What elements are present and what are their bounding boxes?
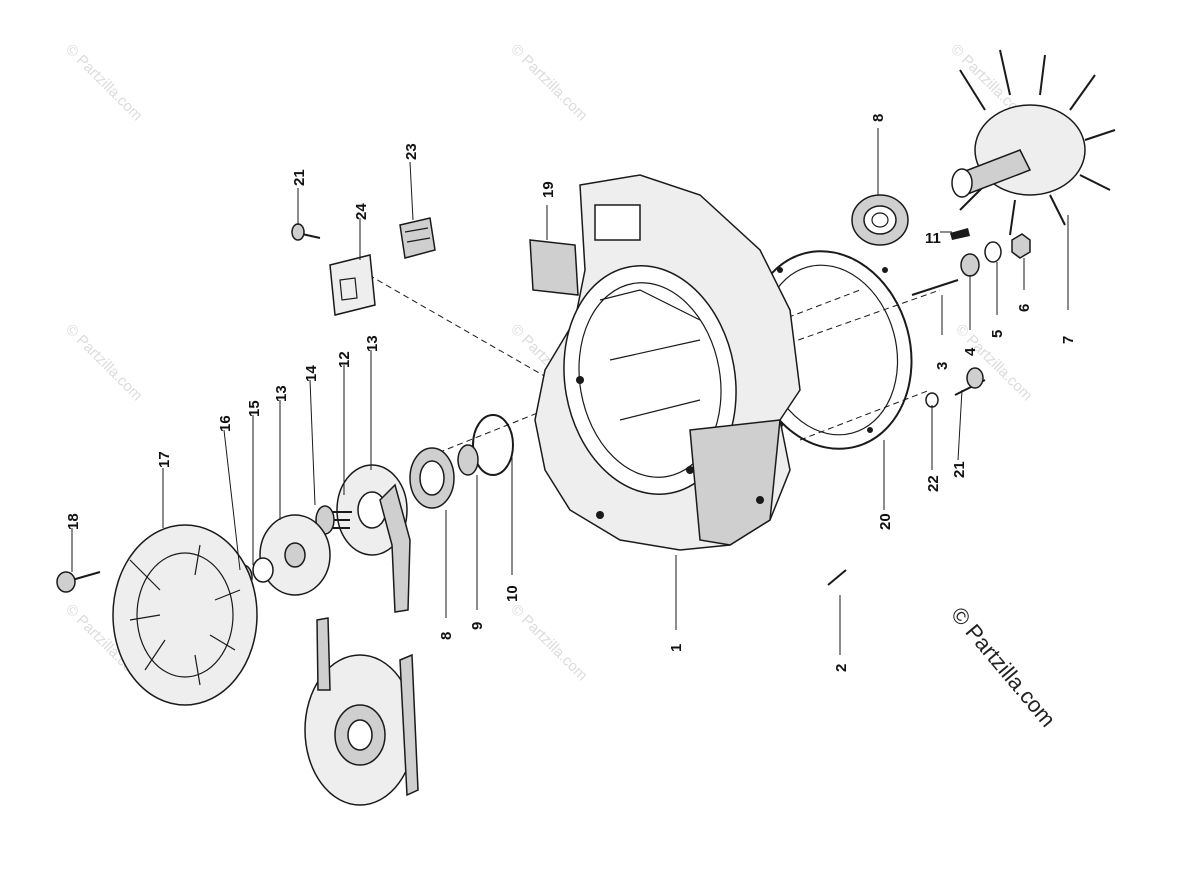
sheave-part-13-left	[259, 514, 331, 596]
part-label-13-right: 13	[364, 335, 381, 352]
part-label-15: 15	[246, 400, 263, 417]
watermark-text: © Partzilla.com	[62, 41, 145, 124]
part-label-19: 19	[540, 181, 557, 198]
part-label-20: 20	[877, 513, 894, 530]
fan-part-7	[951, 49, 1116, 236]
bolt-part-21-right	[925, 367, 986, 408]
axis-line	[359, 269, 561, 386]
drive-pulley-part-13	[336, 464, 411, 613]
cover-plate-part-19	[529, 239, 579, 296]
part-label-23: 23	[403, 143, 420, 160]
bearing-part-8-bottom	[409, 447, 455, 509]
part-label-21-top: 21	[291, 169, 308, 186]
nut-washer-parts-4-5-6	[960, 233, 1031, 277]
part-label-6: 6	[1016, 304, 1033, 312]
part-label-22: 22	[925, 475, 942, 492]
cover-part-17	[112, 524, 258, 706]
part-label-21-right: 21	[951, 461, 968, 478]
stud-part-3	[911, 279, 959, 296]
part-label-8-bottom: 8	[438, 632, 455, 640]
part-label-13-left: 13	[273, 385, 290, 402]
part-label-7: 7	[1060, 336, 1077, 344]
axis-line	[799, 389, 931, 441]
part-label-10: 10	[504, 585, 521, 602]
part-label-24: 24	[353, 203, 370, 220]
part-label-2: 2	[833, 664, 850, 672]
screw-part-21-top	[291, 223, 321, 241]
bolt-part-18	[56, 571, 101, 593]
part-label-5: 5	[989, 330, 1006, 338]
watermark-text: © Partzilla.com	[507, 601, 590, 684]
housing-part-1	[534, 174, 801, 551]
part-label-1: 1	[668, 644, 685, 652]
bearing-part-8-top	[851, 194, 909, 246]
part-label-4: 4	[962, 347, 979, 356]
key-part-11	[950, 228, 970, 240]
lower-pulley-assembly	[304, 617, 419, 806]
watermark-text: © Partzilla.com	[507, 41, 590, 124]
axis-line	[769, 289, 941, 351]
part-label-17: 17	[156, 451, 173, 468]
seal-part-9	[457, 444, 479, 476]
part-label-3: 3	[934, 362, 951, 370]
snap-ring-part-10	[472, 414, 514, 476]
watermark-text: © Partzilla.com	[62, 321, 145, 404]
part-label-18: 18	[65, 513, 82, 530]
part-label-11: 11	[925, 230, 941, 247]
part-label-9: 9	[469, 622, 486, 630]
pin-part-2	[827, 569, 847, 586]
part-label-8-top: 8	[870, 114, 887, 122]
part-labels: 1 2 3 4 5 6 7 8 8 9 10 11 12 13 13 14 15…	[65, 114, 1077, 672]
part-label-12: 12	[336, 351, 353, 368]
leader-lines	[71, 128, 1069, 655]
part-label-14: 14	[303, 365, 320, 382]
copyright-text: © Partzilla.com	[946, 602, 1060, 732]
part-label-16: 16	[217, 415, 234, 432]
bracket-parts-23-24	[329, 217, 436, 316]
